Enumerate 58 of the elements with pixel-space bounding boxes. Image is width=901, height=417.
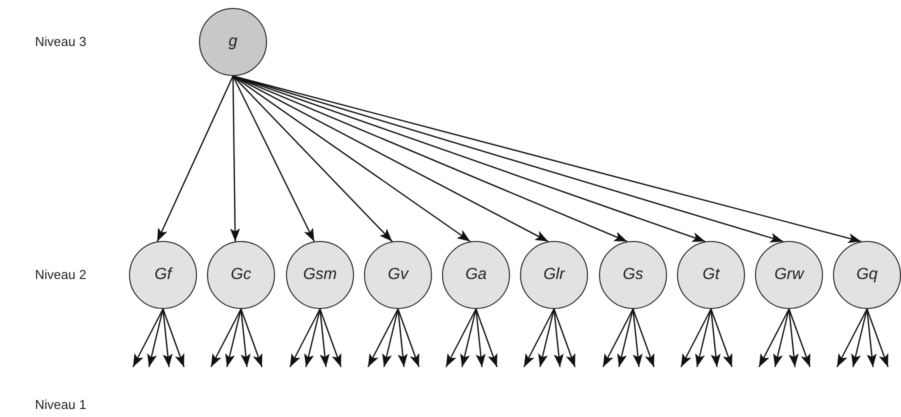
arrow bbox=[788, 308, 799, 368]
arrow bbox=[240, 308, 251, 368]
arrow bbox=[304, 308, 321, 368]
arrow bbox=[866, 308, 877, 368]
arrow bbox=[132, 308, 164, 368]
arrow bbox=[210, 308, 242, 368]
arrow bbox=[553, 308, 576, 368]
arrow bbox=[232, 76, 393, 242]
arrow bbox=[866, 308, 889, 368]
arrow bbox=[147, 308, 164, 368]
arrow bbox=[758, 308, 790, 368]
arrow bbox=[475, 308, 486, 368]
arrow bbox=[710, 308, 733, 368]
factor-label: Glr bbox=[543, 266, 565, 284]
arrow bbox=[836, 308, 868, 368]
factor-label: g bbox=[228, 33, 238, 51]
arrow bbox=[523, 308, 555, 368]
arrow bbox=[632, 308, 655, 368]
arrow bbox=[553, 308, 564, 368]
arrow bbox=[397, 308, 420, 368]
arrow bbox=[475, 308, 498, 368]
arrow bbox=[319, 308, 342, 368]
arrow bbox=[397, 308, 408, 368]
arrow bbox=[367, 308, 399, 368]
factor-label: Gs bbox=[622, 266, 644, 284]
arrow bbox=[602, 308, 634, 368]
arrow bbox=[460, 308, 477, 368]
arrow bbox=[162, 308, 185, 368]
arrow bbox=[788, 308, 811, 368]
arrow bbox=[232, 76, 315, 242]
arrow bbox=[617, 308, 634, 368]
arrow bbox=[695, 308, 712, 368]
factor-label: Gc bbox=[230, 266, 252, 284]
arrow bbox=[240, 308, 263, 368]
arrow bbox=[289, 308, 321, 368]
arrow bbox=[445, 308, 477, 368]
arrow bbox=[632, 308, 643, 368]
factor-label: Gf bbox=[154, 266, 172, 284]
arrow bbox=[773, 308, 790, 368]
level-label: Niveau 1 bbox=[35, 397, 86, 412]
factor-label: Gt bbox=[702, 266, 720, 284]
factor-label: Gq bbox=[856, 266, 878, 284]
arrow bbox=[225, 308, 242, 368]
factor-label: Ga bbox=[465, 266, 487, 284]
level-label: Niveau 3 bbox=[35, 34, 86, 49]
arrow bbox=[156, 76, 234, 242]
factor-label: Grw bbox=[774, 266, 804, 284]
arrow bbox=[710, 308, 721, 368]
arrow bbox=[851, 308, 868, 368]
factor-label: Gsm bbox=[303, 266, 337, 284]
arrow bbox=[319, 308, 330, 368]
arrow bbox=[382, 308, 399, 368]
level-label: Niveau 2 bbox=[35, 267, 86, 282]
factor-label: Gv bbox=[388, 266, 408, 284]
arrow bbox=[538, 308, 555, 368]
arrow bbox=[230, 76, 240, 242]
arrow bbox=[680, 308, 712, 368]
arrow bbox=[162, 308, 173, 368]
